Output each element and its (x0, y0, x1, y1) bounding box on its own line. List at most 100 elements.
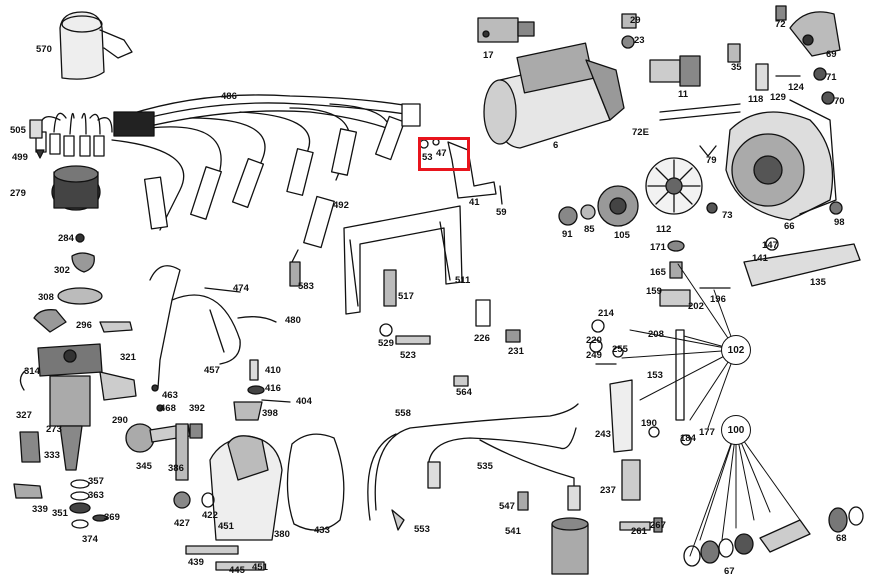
bearing-parts-67-68 (683, 506, 864, 567)
label-41: 41 (469, 197, 480, 208)
cap-cover-570 (59, 11, 133, 80)
part-398 (233, 401, 263, 421)
part-159 (659, 289, 691, 307)
distributor-cap-279 (51, 165, 101, 211)
label-220: 220 (586, 335, 602, 346)
label-333: 333 (44, 450, 60, 461)
cap-427 (173, 491, 191, 509)
label-410: 410 (265, 365, 281, 376)
tube-457 (149, 265, 241, 389)
label-243: 243 (595, 429, 611, 440)
part-505 (29, 119, 43, 139)
bolt-410 (249, 359, 259, 381)
label-214: 214 (598, 308, 614, 319)
label-69: 69 (826, 49, 837, 60)
part-517 (383, 269, 397, 307)
part-147 (765, 237, 779, 251)
label-112: 112 (656, 224, 672, 235)
label-70: 70 (834, 96, 845, 107)
label-553: 553 (414, 524, 430, 535)
label-35: 35 (731, 62, 742, 73)
label-380: 380 (274, 529, 290, 540)
label-147: 147 (762, 240, 778, 251)
label-208: 208 (648, 329, 664, 340)
callout-100: 100 (721, 415, 751, 445)
label-345: 345 (136, 461, 152, 472)
label-505: 505 (10, 125, 26, 136)
part-118 (755, 63, 769, 91)
pulley-105 (597, 185, 639, 227)
part-190 (648, 426, 660, 438)
washers-357-374 (69, 479, 108, 529)
label-196: 196 (710, 294, 726, 305)
label-68: 68 (836, 533, 847, 544)
clip-226 (475, 299, 491, 327)
label-439: 439 (188, 557, 204, 568)
label-29: 29 (630, 15, 641, 26)
bolt-439 (185, 545, 239, 555)
label-492: 492 (333, 200, 349, 211)
label-273: 273 (46, 424, 62, 435)
bracket-72E (659, 103, 741, 121)
label-267: 267 (650, 520, 666, 531)
label-422: 422 (202, 510, 218, 521)
label-457: 457 (204, 365, 220, 376)
label-363: 363 (88, 490, 104, 501)
label-190: 190 (641, 418, 657, 429)
part-267 (653, 517, 663, 533)
label-184: 184 (680, 433, 696, 444)
label-517: 517 (398, 291, 414, 302)
part-72 (775, 5, 787, 21)
spark-plug-583 (289, 249, 301, 287)
label-314: 314 (24, 366, 40, 377)
washer-416 (247, 385, 265, 395)
label-374: 374 (82, 534, 98, 545)
label-129: 129 (770, 92, 786, 103)
ignition-wires-486 (35, 94, 421, 231)
nut-71 (813, 67, 827, 81)
lead-535 (427, 427, 581, 511)
label-72: 72 (775, 19, 786, 30)
part-85 (580, 204, 596, 220)
nut-91 (558, 206, 578, 226)
label-302: 302 (54, 265, 70, 276)
part-547 (517, 491, 529, 511)
bolt-523 (395, 335, 431, 345)
part-333 (19, 431, 41, 463)
label-535: 535 (477, 461, 493, 472)
label-308: 308 (38, 292, 54, 303)
highlight-box (418, 137, 470, 171)
regulator-69 (789, 11, 841, 57)
ring-422 (201, 492, 215, 508)
part-79 (699, 145, 717, 157)
gasket-433 (286, 433, 345, 531)
part-165 (669, 261, 683, 279)
label-79: 79 (706, 155, 717, 166)
points-296 (33, 309, 67, 333)
screw-404 (261, 399, 291, 403)
label-404: 404 (296, 396, 312, 407)
coil-541 (551, 517, 589, 575)
label-237: 237 (600, 485, 616, 496)
label-427: 427 (174, 518, 190, 529)
part-184 (680, 434, 692, 446)
drive-11 (649, 55, 701, 87)
label-72E: 72E (632, 127, 649, 138)
label-486: 486 (221, 91, 237, 102)
label-351: 351 (52, 508, 68, 519)
label-85: 85 (584, 224, 595, 235)
label-91: 91 (562, 229, 573, 240)
label-141: 141 (752, 253, 768, 264)
label-98: 98 (834, 217, 845, 228)
label-570: 570 (36, 44, 52, 55)
label-67: 67 (724, 566, 735, 577)
washer-214 (591, 319, 605, 333)
clip-314 (19, 369, 27, 391)
hose-480 (237, 316, 277, 323)
label-392: 392 (189, 403, 205, 414)
lead-558 (367, 403, 579, 521)
label-177: 177 (699, 427, 715, 438)
label-511: 511 (455, 275, 471, 286)
